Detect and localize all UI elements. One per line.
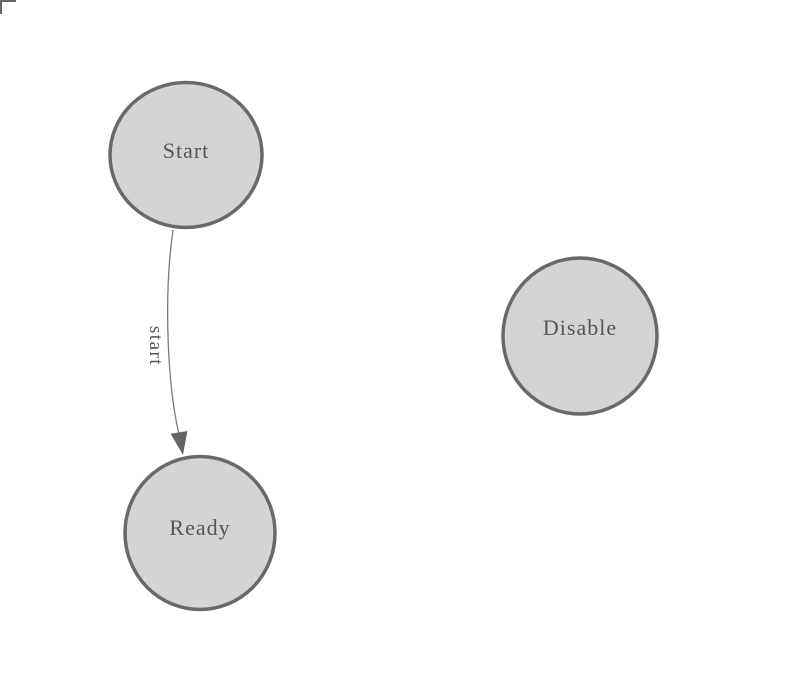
edge-path[interactable] <box>167 229 181 439</box>
state-circle[interactable] <box>123 454 277 612</box>
transition-edge-start-ready[interactable]: start <box>145 229 188 455</box>
state-circle[interactable] <box>108 80 264 230</box>
canvas-origin-corner-icon <box>0 0 16 14</box>
state-label: Disable <box>543 315 617 340</box>
state-node-start[interactable]: Start <box>108 80 264 230</box>
state-node-ready[interactable]: Ready <box>123 454 277 612</box>
state-label: Ready <box>169 515 230 540</box>
state-circle[interactable] <box>501 256 659 416</box>
edge-arrowhead-icon <box>170 431 188 455</box>
state-label: Start <box>163 138 210 163</box>
state-node-disable[interactable]: Disable <box>501 256 659 416</box>
edge-label[interactable]: start <box>145 326 166 366</box>
